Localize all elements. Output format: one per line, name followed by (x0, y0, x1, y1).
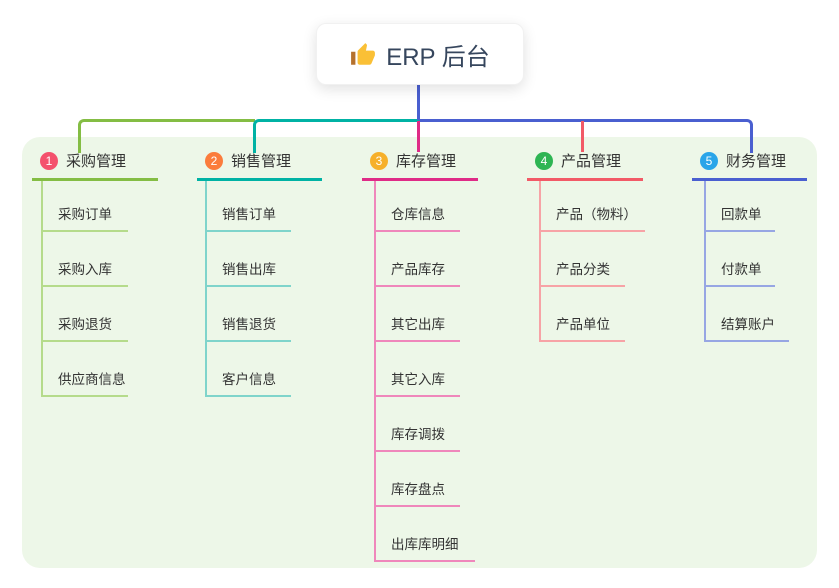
thumbs-up-icon (351, 43, 376, 65)
connector-branch-2 (253, 119, 421, 153)
child-node[interactable]: 其它出库 (376, 287, 478, 342)
child-node-label: 销售订单 (207, 207, 291, 232)
child-node[interactable]: 产品单位 (541, 287, 645, 342)
root-node-label: ERP 后台 (386, 43, 490, 71)
branch-children: 回款单付款单结算账户 (704, 181, 807, 342)
child-node[interactable]: 产品（物料） (541, 181, 645, 232)
child-node[interactable]: 采购退货 (43, 287, 158, 342)
child-node-label: 供应商信息 (43, 372, 128, 397)
branch-number-badge: 2 (205, 151, 223, 170)
branch-title-label: 财务管理 (726, 153, 787, 170)
child-node[interactable]: 库存调拨 (376, 397, 478, 452)
connector-branch-4 (581, 121, 584, 152)
child-node[interactable]: 仓库信息 (376, 181, 478, 232)
branch-number-badge: 4 (535, 151, 553, 170)
branch-number-badge: 5 (700, 151, 718, 170)
child-node-label: 产品分类 (541, 262, 625, 287)
root-node[interactable]: ERP 后台 (316, 23, 524, 85)
mindmap-branch-5: 5 财务管理回款单付款单结算账户 (692, 150, 807, 342)
branch-title-node[interactable]: 1 采购管理 (32, 150, 158, 181)
branch-title-label: 产品管理 (561, 153, 622, 170)
child-node-label: 出库库明细 (376, 537, 475, 562)
child-node[interactable]: 结算账户 (706, 287, 807, 342)
child-node-label: 客户信息 (207, 372, 291, 397)
mindmap-branch-4: 4 产品管理产品（物料） 产品分类产品单位 (527, 150, 645, 342)
child-node-label: 采购入库 (43, 262, 128, 287)
child-node-label: 仓库信息 (376, 207, 460, 232)
child-node[interactable]: 供应商信息 (43, 342, 158, 397)
child-node-label: 结算账户 (706, 317, 789, 342)
child-node[interactable]: 客户信息 (207, 342, 322, 397)
branch-title-label: 库存管理 (396, 153, 457, 170)
child-node[interactable]: 产品库存 (376, 232, 478, 287)
child-node-label: 产品（物料） (541, 207, 645, 232)
child-node-label: 销售退货 (207, 317, 291, 342)
child-node[interactable]: 回款单 (706, 181, 807, 232)
branch-number-badge: 3 (370, 151, 388, 170)
child-node[interactable]: 销售订单 (207, 181, 322, 232)
mindmap-branch-1: 1 采购管理采购订单采购入库采购退货供应商信息 (32, 150, 158, 397)
child-node-label: 采购订单 (43, 207, 128, 232)
child-node[interactable]: 销售出库 (207, 232, 322, 287)
connector-branch-1 (78, 119, 255, 153)
branch-title-label: 销售管理 (231, 153, 292, 170)
branch-children: 销售订单销售出库销售退货客户信息 (205, 181, 322, 397)
branch-children: 仓库信息产品库存其它出库其它入库库存调拨库存盘点出库库明细 (374, 181, 478, 562)
child-node-label: 付款单 (706, 262, 775, 287)
mindmap-branch-2: 2 销售管理销售订单销售出库销售退货客户信息 (197, 150, 322, 397)
child-node-label: 其它入库 (376, 372, 460, 397)
child-node[interactable]: 销售退货 (207, 287, 322, 342)
branch-children: 产品（物料） 产品分类产品单位 (539, 181, 645, 342)
child-node-label: 销售出库 (207, 262, 291, 287)
child-node-label: 库存调拨 (376, 427, 460, 452)
mindmap-branch-3: 3 库存管理仓库信息产品库存其它出库其它入库库存调拨库存盘点出库库明细 (362, 150, 478, 562)
child-node-label: 采购退货 (43, 317, 128, 342)
root-connector (417, 83, 420, 120)
connector-branch-5 (419, 119, 753, 153)
canvas-panel (22, 137, 817, 568)
child-node[interactable]: 付款单 (706, 232, 807, 287)
branch-number-badge: 1 (40, 151, 58, 170)
child-node[interactable]: 产品分类 (541, 232, 645, 287)
child-node[interactable]: 出库库明细 (376, 507, 478, 562)
connector-branch-3 (417, 121, 420, 152)
child-node[interactable]: 其它入库 (376, 342, 478, 397)
branch-title-node[interactable]: 2 销售管理 (197, 150, 322, 181)
child-node-label: 产品单位 (541, 317, 625, 342)
branch-title-node[interactable]: 3 库存管理 (362, 150, 478, 181)
branch-title-node[interactable]: 4 产品管理 (527, 150, 643, 181)
branch-title-node[interactable]: 5 财务管理 (692, 150, 807, 181)
child-node-label: 回款单 (706, 207, 775, 232)
child-node[interactable]: 库存盘点 (376, 452, 478, 507)
branch-children: 采购订单采购入库采购退货供应商信息 (41, 181, 158, 397)
branch-title-label: 采购管理 (66, 153, 127, 170)
child-node-label: 库存盘点 (376, 482, 460, 507)
child-node[interactable]: 采购订单 (43, 181, 158, 232)
child-node-label: 其它出库 (376, 317, 460, 342)
child-node-label: 产品库存 (376, 262, 460, 287)
child-node[interactable]: 采购入库 (43, 232, 158, 287)
